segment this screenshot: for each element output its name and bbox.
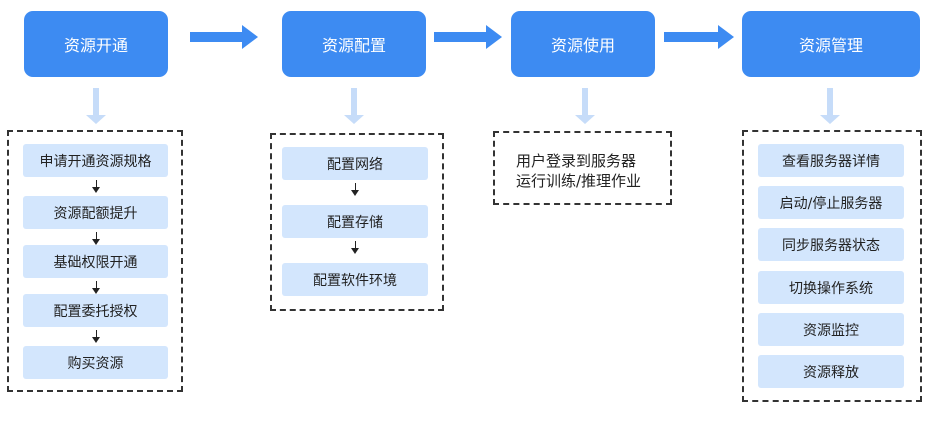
- flow-arrow-1: [190, 25, 258, 49]
- step-sync-server-status: 同步服务器状态: [758, 228, 904, 261]
- step-arrow: [351, 183, 359, 196]
- step-arrow: [92, 232, 100, 245]
- step-start-stop-server: 启动/停止服务器: [758, 186, 904, 219]
- usage-box: [493, 131, 672, 205]
- step-purchase-resources: 购买资源: [23, 346, 168, 379]
- down-arrow-3: [575, 88, 595, 124]
- stage-resource-usage: 资源使用: [511, 11, 655, 77]
- step-resource-release: 资源释放: [758, 355, 904, 388]
- step-basic-permissions: 基础权限开通: [23, 245, 168, 278]
- step-arrow: [351, 241, 359, 254]
- step-resource-monitoring: 资源监控: [758, 313, 904, 346]
- flow-arrow-2: [434, 25, 502, 49]
- provisioning-steps-box: [7, 130, 183, 392]
- down-arrow-1: [86, 88, 106, 124]
- down-arrow-2: [344, 88, 364, 124]
- usage-note-line-2: 运行训练/推理作业: [516, 172, 642, 190]
- configuration-steps-box: [270, 133, 444, 311]
- usage-note-line-1: 用户登录到服务器: [516, 152, 637, 170]
- step-arrow: [92, 330, 100, 343]
- down-arrow-4: [820, 88, 840, 124]
- step-switch-os: 切换操作系统: [758, 271, 904, 304]
- stage-resource-provisioning: 资源开通: [24, 11, 168, 77]
- stage-resource-configuration: 资源配置: [282, 11, 426, 77]
- step-configure-storage: 配置存储: [282, 205, 428, 238]
- step-quota-increase: 资源配额提升: [23, 196, 168, 229]
- step-delegation-authorization: 配置委托授权: [23, 294, 168, 327]
- step-arrow: [92, 180, 100, 193]
- step-view-server-details: 查看服务器详情: [758, 144, 904, 177]
- step-arrow: [92, 281, 100, 294]
- step-configure-network: 配置网络: [282, 147, 428, 180]
- stage-resource-management: 资源管理: [742, 11, 920, 77]
- management-steps-box: [742, 130, 922, 402]
- flow-arrow-3: [664, 25, 734, 49]
- step-configure-software-env: 配置软件环境: [282, 263, 428, 296]
- step-apply-resource-spec: 申请开通资源规格: [23, 144, 168, 177]
